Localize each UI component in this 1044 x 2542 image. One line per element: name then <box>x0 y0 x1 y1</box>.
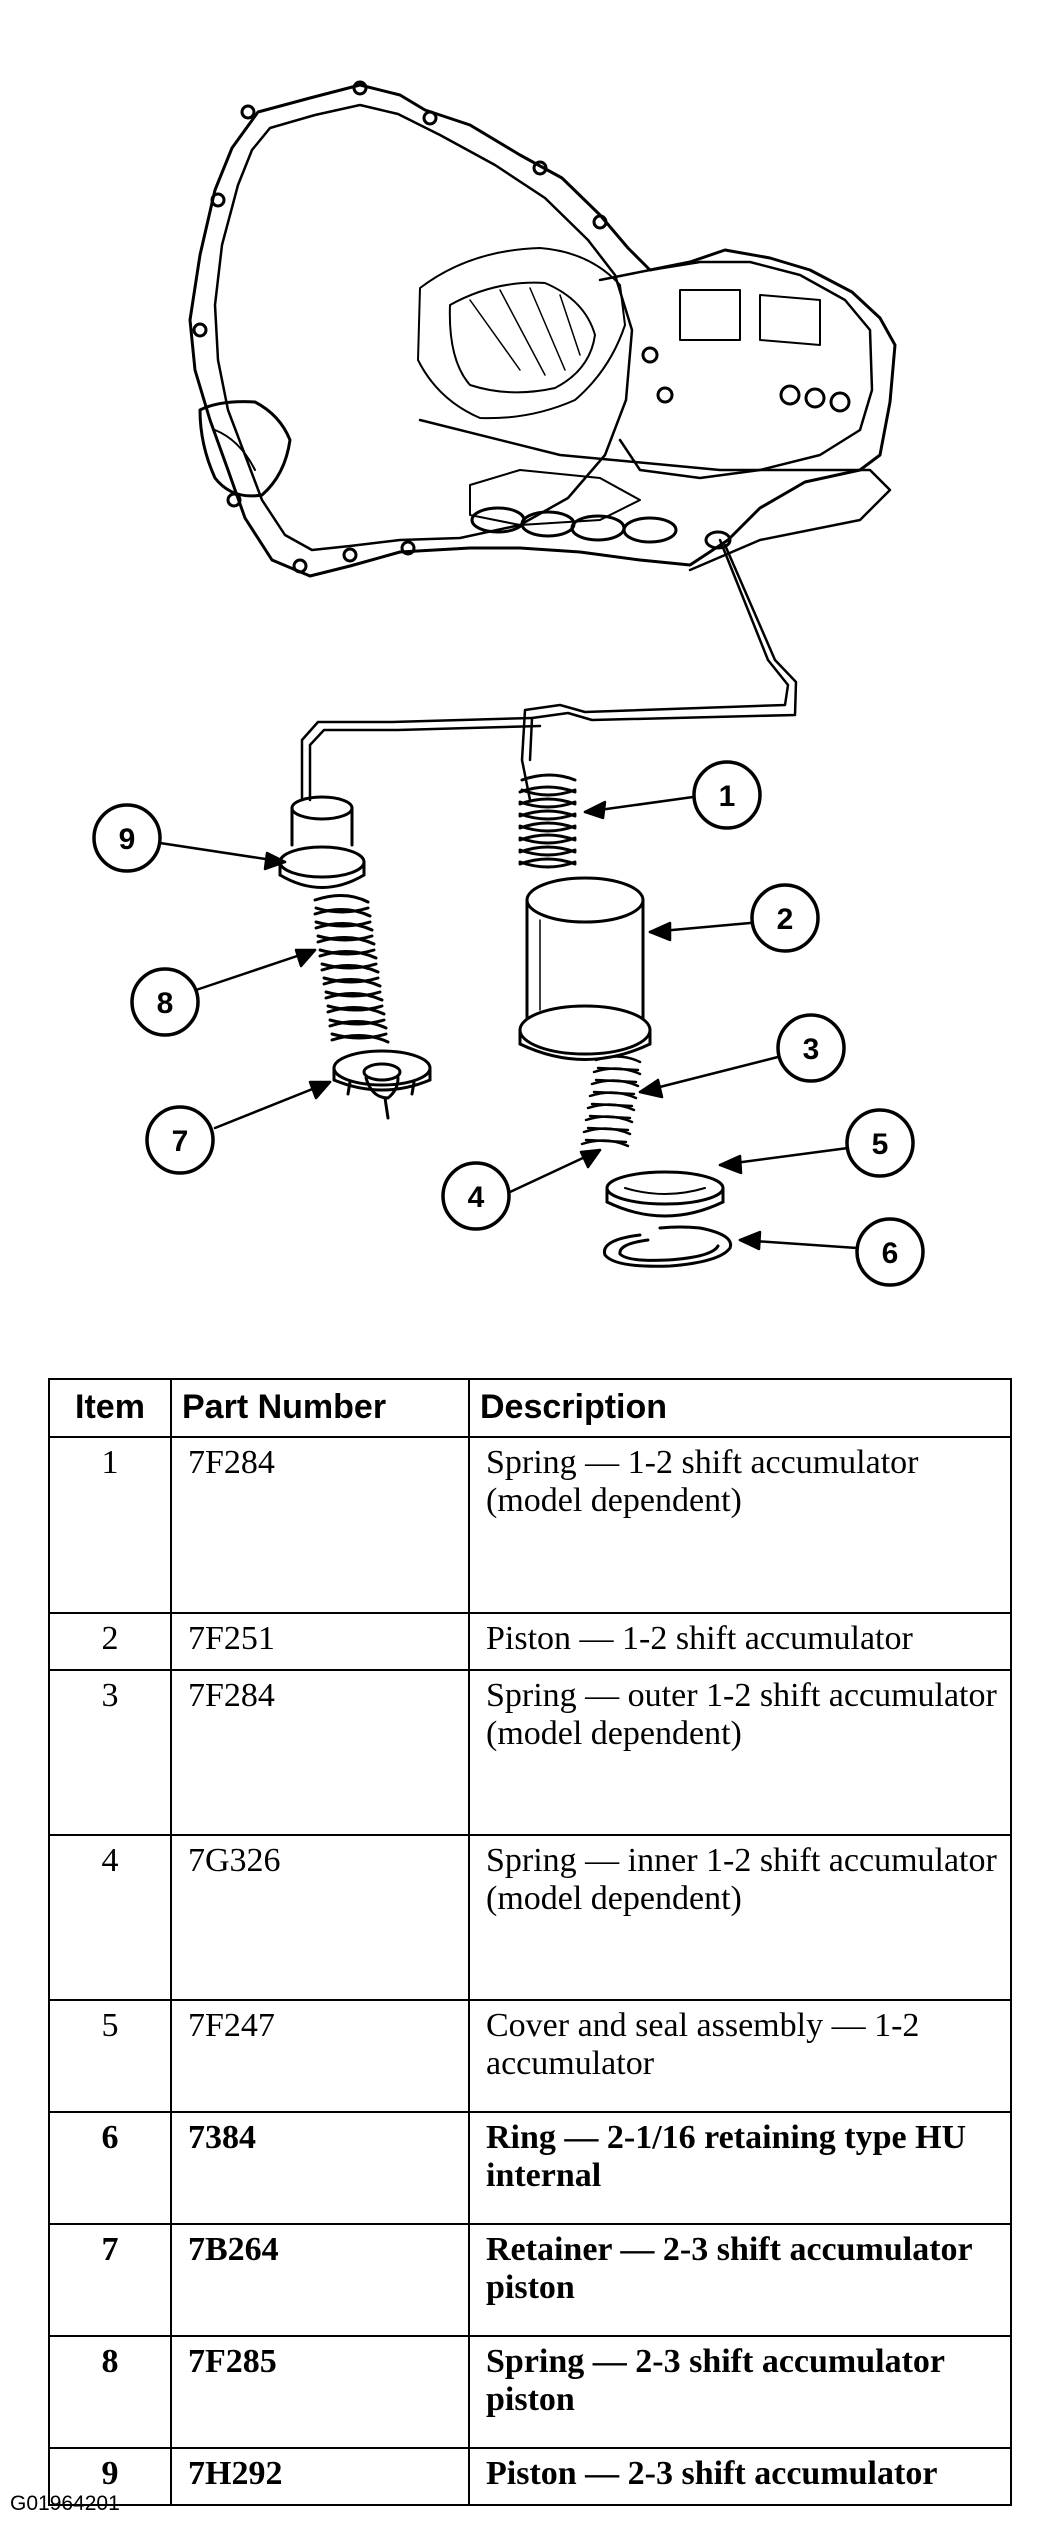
header-description: Description <box>468 1378 1012 1438</box>
cell-part-number: 7F284 <box>170 1436 470 1614</box>
cell-description: Retainer — 2-3 shift accumulator piston <box>468 2223 1012 2337</box>
exploded-diagram: 1 2 3 4 5 6 7 8 <box>92 80 925 1287</box>
svg-text:4: 4 <box>468 1181 485 1214</box>
leader-lines <box>158 795 859 1251</box>
header-item: Item <box>48 1378 172 1438</box>
part-2-piston <box>518 876 652 1061</box>
cell-part-number: 7B264 <box>170 2223 470 2337</box>
callout-9: 9 <box>92 803 162 873</box>
cell-part-number: 7F285 <box>170 2335 470 2449</box>
cell-description: Ring — 2-1/16 retaining type HU internal <box>468 2111 1012 2225</box>
cell-description: Cover and seal assembly — 1-2 accumulato… <box>468 1999 1012 2113</box>
cell-part-number: 7F251 <box>170 1612 470 1671</box>
table-row: 3 7F284 Spring — outer 1-2 shift accumul… <box>48 1669 1012 1836</box>
cell-item: 4 <box>48 1834 172 2001</box>
cell-item: 1 <box>48 1436 172 1614</box>
svg-text:5: 5 <box>872 1128 889 1161</box>
svg-text:7: 7 <box>172 1125 189 1158</box>
table-row: 5 7F247 Cover and seal assembly — 1-2 ac… <box>48 1999 1012 2113</box>
callout-5: 5 <box>845 1108 915 1178</box>
part-1-spring <box>518 773 577 869</box>
cell-part-number: 7F284 <box>170 1669 470 1836</box>
cell-description: Spring — outer 1-2 shift accumulator (mo… <box>468 1669 1012 1836</box>
part-3-4-springs <box>580 1055 642 1148</box>
table-row: 9 7H292 Piston — 2-3 shift accumulator <box>48 2447 1012 2506</box>
cell-item: 9 <box>48 2447 172 2506</box>
callout-6: 6 <box>855 1217 925 1287</box>
transmission-case <box>188 80 897 578</box>
part-9-piston <box>278 795 366 889</box>
table-row: 1 7F284 Spring — 1-2 shift accumulator (… <box>48 1436 1012 1614</box>
cell-part-number: 7G326 <box>170 1834 470 2001</box>
table-row: 6 7384 Ring — 2-1/16 retaining type HU i… <box>48 2111 1012 2225</box>
cell-description: Spring — inner 1-2 shift accumulator (mo… <box>468 1834 1012 2001</box>
figure-id: G01964201 <box>10 2492 120 2515</box>
callout-2: 2 <box>750 883 820 953</box>
callouts: 1 2 3 4 5 6 7 8 <box>92 760 925 1287</box>
part-6-ring <box>602 1225 733 1268</box>
table-row: 2 7F251 Piston — 1-2 shift accumulator <box>48 1612 1012 1671</box>
svg-text:8: 8 <box>157 987 174 1020</box>
svg-text:9: 9 <box>119 823 136 856</box>
header-part-number: Part Number <box>170 1378 470 1438</box>
svg-text:2: 2 <box>777 903 794 936</box>
svg-text:3: 3 <box>803 1033 820 1066</box>
table-header-row: Item Part Number Description <box>48 1378 1012 1438</box>
cell-description: Piston — 2-3 shift accumulator <box>468 2447 1012 2506</box>
cell-part-number: 7384 <box>170 2111 470 2225</box>
cell-item: 6 <box>48 2111 172 2225</box>
part-5-cover <box>605 1170 725 1218</box>
cell-description: Spring — 2-3 shift accumulator piston <box>468 2335 1012 2449</box>
cell-description: Spring — 1-2 shift accumulator (model de… <box>468 1436 1012 1614</box>
cell-item: 8 <box>48 2335 172 2449</box>
cell-item: 7 <box>48 2223 172 2337</box>
callout-7: 7 <box>145 1105 215 1175</box>
table-row: 7 7B264 Retainer — 2-3 shift accumulator… <box>48 2223 1012 2337</box>
cell-item: 5 <box>48 1999 172 2113</box>
cell-item: 2 <box>48 1612 172 1671</box>
callout-3: 3 <box>776 1013 846 1083</box>
part-7-retainer <box>332 1049 432 1120</box>
svg-text:1: 1 <box>719 780 736 813</box>
svg-text:6: 6 <box>882 1237 899 1270</box>
part-8-spring <box>313 894 390 1044</box>
cell-item: 3 <box>48 1669 172 1836</box>
cell-description: Piston — 1-2 shift accumulator <box>468 1612 1012 1671</box>
fluid-passage-lines <box>300 538 798 802</box>
table-row: 4 7G326 Spring — inner 1-2 shift accumul… <box>48 1834 1012 2001</box>
callout-1: 1 <box>692 760 762 830</box>
callout-4: 4 <box>441 1161 511 1231</box>
parts-table: Item Part Number Description 1 7F284 Spr… <box>48 1378 1012 2506</box>
callout-8: 8 <box>130 967 200 1037</box>
cell-part-number: 7F247 <box>170 1999 470 2113</box>
table-row: 8 7F285 Spring — 2-3 shift accumulator p… <box>48 2335 1012 2449</box>
cell-part-number: 7H292 <box>170 2447 470 2506</box>
